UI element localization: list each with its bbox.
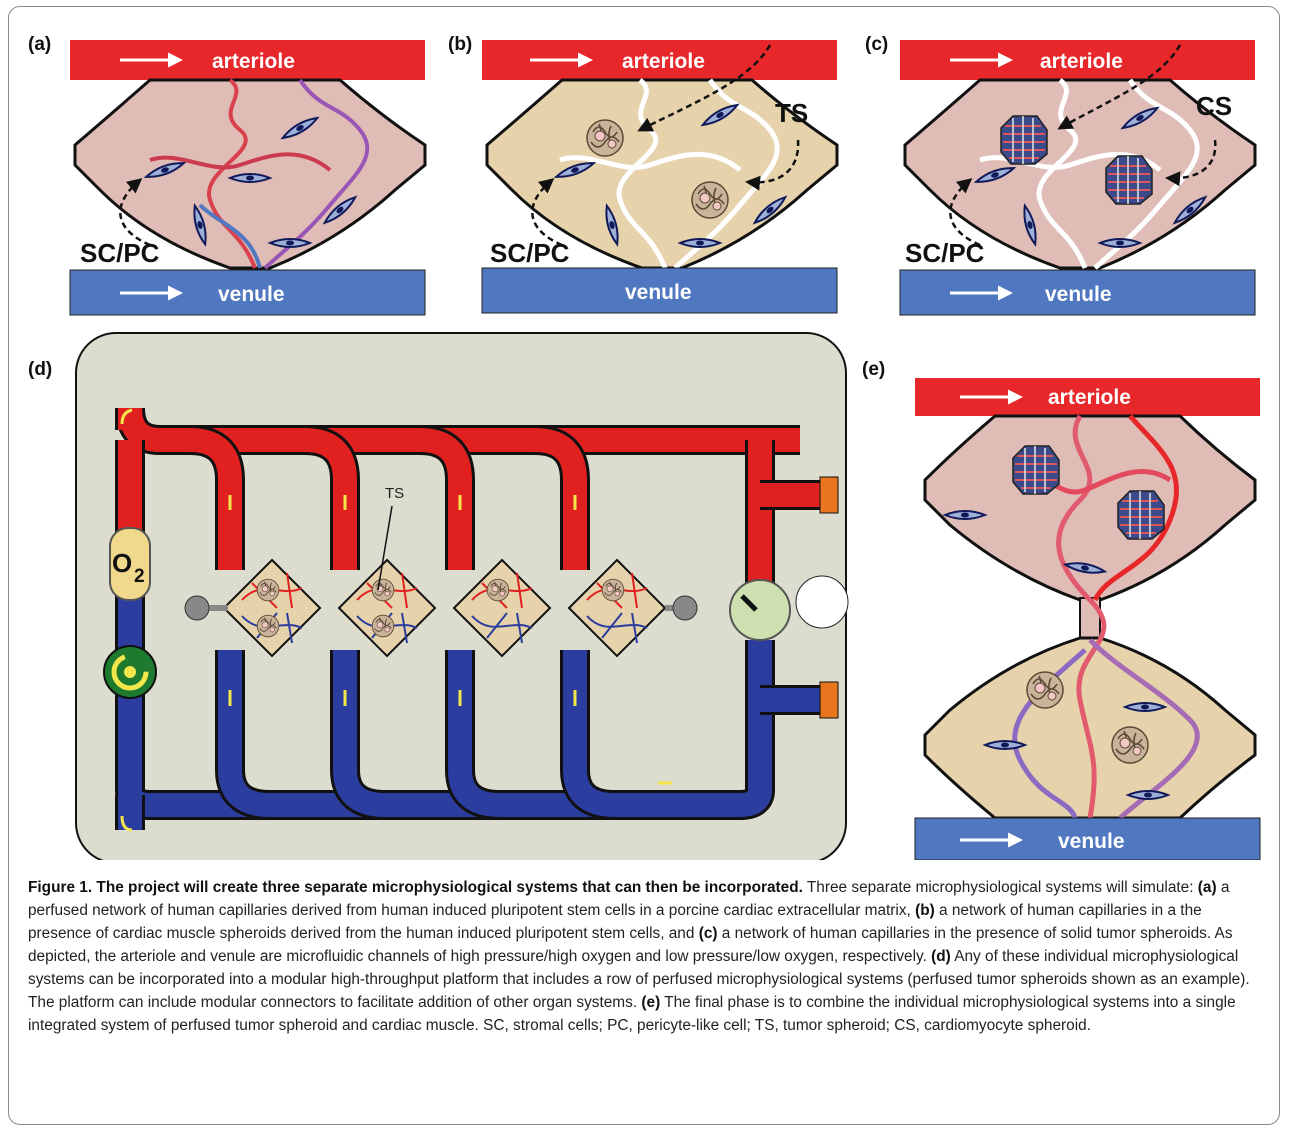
- arteriole-label-e: arteriole: [1048, 386, 1131, 409]
- caption-ref-d: (d): [931, 948, 951, 965]
- panel-d: (d) O 2: [28, 332, 849, 860]
- spheroid-label-c: CS: [1196, 91, 1232, 121]
- figure-caption: Figure 1. The project will create three …: [28, 876, 1266, 1037]
- oxygen-subscript: 2: [134, 566, 145, 587]
- matrix-chamber-c: [903, 78, 1257, 270]
- cell-label-b: SC/PC: [490, 238, 570, 268]
- panel-a: (a) arteriole SC/PC venule: [28, 34, 427, 316]
- venule-label-c: venule: [1045, 283, 1112, 306]
- branch-column: [304, 425, 437, 820]
- caption-text-4: a network of human capillaries in the pr…: [28, 925, 1233, 965]
- branch-column: [419, 425, 552, 820]
- panel-a-label: (a): [28, 34, 51, 55]
- branch-column: [534, 425, 667, 820]
- caption-ref-a: (a): [1197, 879, 1217, 896]
- venule-label-b: venule: [625, 281, 692, 304]
- caption-text-2: a perfused network of human capillaries …: [28, 879, 1230, 919]
- caption-text-1: Three separate microphysiological system…: [802, 879, 1198, 896]
- chip-chamber: [567, 558, 667, 658]
- cell-label-a: SC/PC: [80, 238, 160, 268]
- branch-columns: [189, 425, 667, 820]
- venule-label-e: venule: [1058, 830, 1125, 853]
- chip-chamber: [222, 558, 322, 658]
- arteriole-label-b: arteriole: [622, 50, 705, 73]
- caption-text-3: a network of human capillaries in a the …: [28, 902, 1202, 942]
- lower-chamber-e: [923, 636, 1257, 820]
- figure-illustration: (a) arteriole SC/PC venule (b) arteriole: [28, 34, 1261, 860]
- chip-chamber: [337, 558, 437, 658]
- branch-column: [189, 425, 322, 820]
- panel-c: (c) arteriole CS SC/PC venule: [865, 34, 1257, 316]
- caption-text-6: The final phase is to combine the indivi…: [28, 994, 1236, 1034]
- arteriole-label-a: arteriole: [212, 50, 295, 73]
- venule-label-a: venule: [218, 283, 285, 306]
- spheroid-label-b: TS: [775, 98, 808, 128]
- chip-chamber: [452, 558, 552, 658]
- caption-title: Figure 1. The project will create three …: [28, 879, 803, 896]
- spheroid-label-d: TS: [385, 485, 404, 502]
- venule-channel-b: [481, 267, 838, 314]
- panel-e: (e) arteriole venule: [862, 359, 1261, 860]
- arteriole-label-c: arteriole: [1040, 50, 1123, 73]
- caption-ref-e: (e): [641, 994, 661, 1011]
- caption-text-5: Any of these individual microphysiologic…: [28, 948, 1250, 1011]
- caption-ref-c: (c): [698, 925, 718, 942]
- panel-e-label: (e): [862, 359, 885, 380]
- panel-c-label: (c): [865, 34, 888, 55]
- panel-b: (b) arteriole TS SC/PC venule: [448, 34, 839, 314]
- oxygen-label: O: [112, 548, 132, 578]
- cell-label-c: SC/PC: [905, 238, 985, 268]
- panel-d-label: (d): [28, 359, 52, 380]
- panel-b-label: (b): [448, 34, 472, 55]
- caption-ref-b: (b): [915, 902, 935, 919]
